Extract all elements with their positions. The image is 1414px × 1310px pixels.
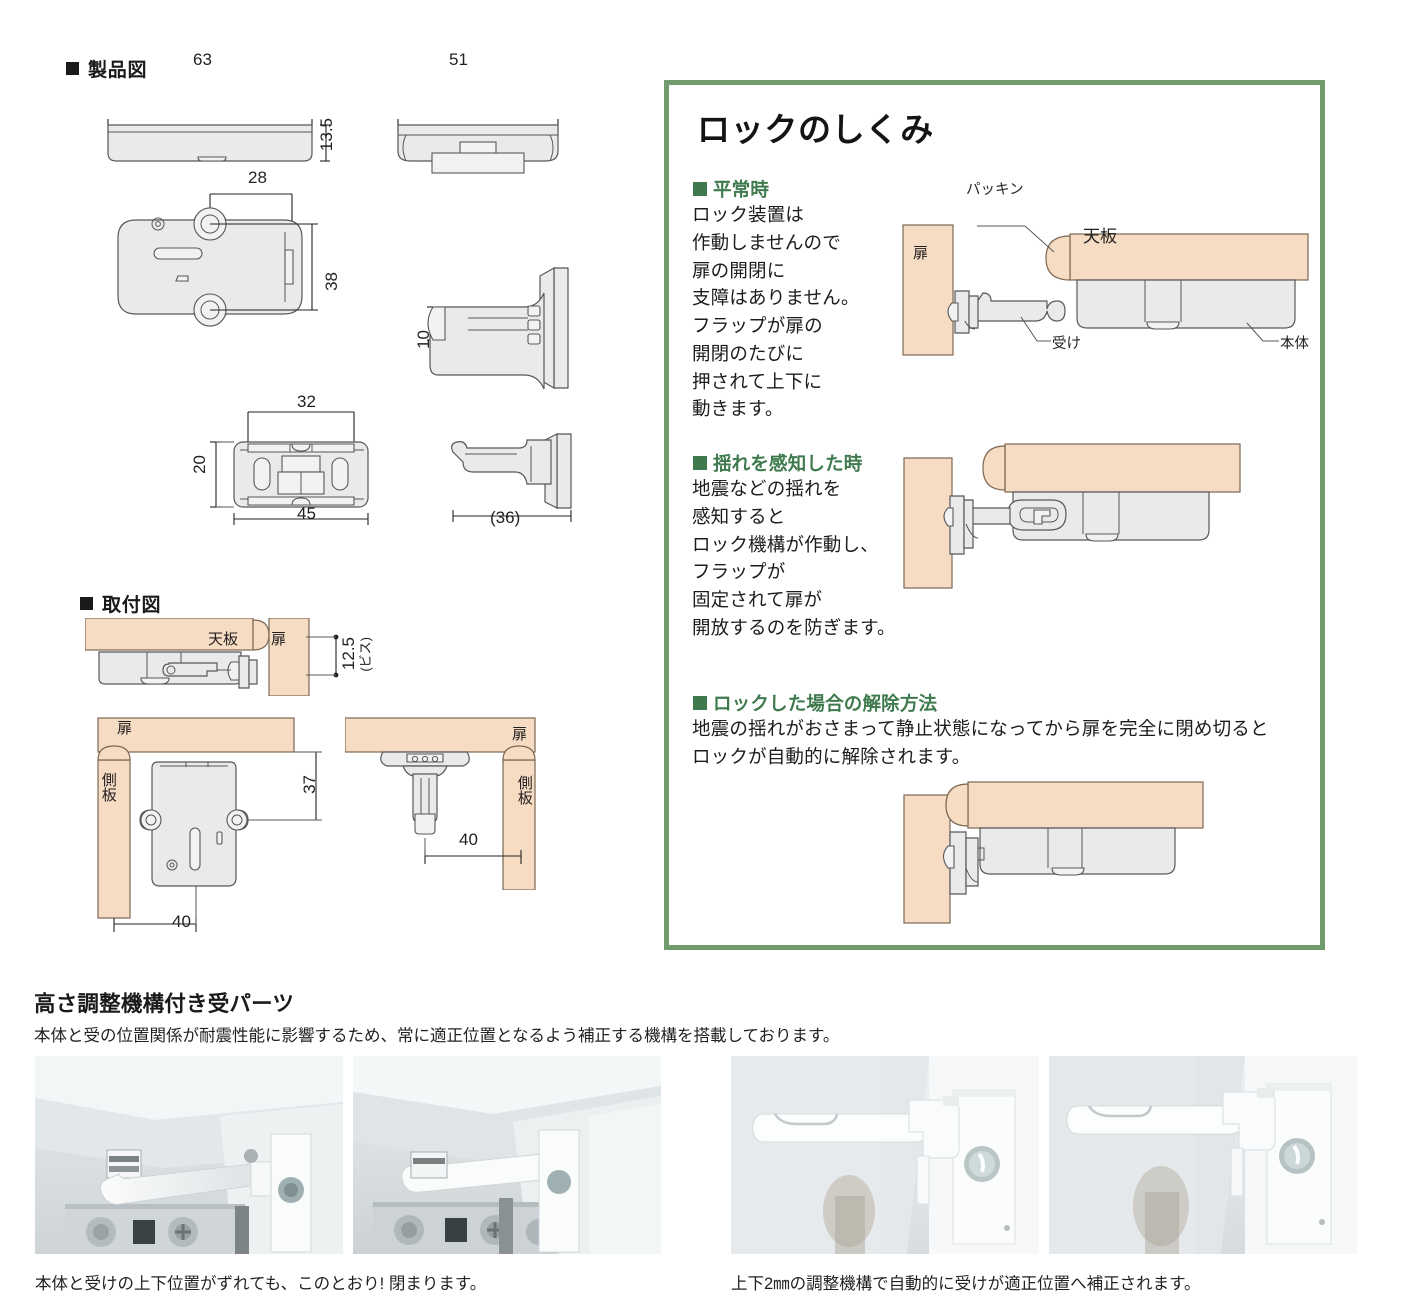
dim-width-51: 51 <box>449 50 468 69</box>
label-gasket: パッキン <box>966 182 1024 198</box>
mounting-screw-dim <box>306 625 350 689</box>
height-adjust-subtitle: 本体と受の位置関係が耐震性能に影響するため、常に適正位置となるよう補正する機構を… <box>34 1027 840 1045</box>
lock-section-3-heading: ロックした場合の解除方法 <box>693 690 937 716</box>
lock-section-2-heading: 揺れを感知した時 <box>693 450 862 476</box>
label-top-panel-diagram-1: 天板 <box>1083 227 1117 246</box>
lock-section-1-heading: 平常時 <box>693 176 769 202</box>
dim-height-13-5: 13.5 <box>317 118 336 152</box>
dim-depth-10: 10 <box>414 330 433 349</box>
square-bullet-icon <box>693 182 707 196</box>
dim-right-40: 40 <box>459 830 478 849</box>
dim-height-38: 38 <box>322 272 341 291</box>
dim-left-40: 40 <box>172 912 191 931</box>
label-door-2: 扉 <box>117 720 133 737</box>
label-top-panel-1: 天板 <box>208 631 239 648</box>
product-front-view <box>380 85 580 175</box>
label-body: 本体 <box>1280 336 1309 352</box>
square-bullet-icon <box>693 456 707 470</box>
receiver-profile-view <box>445 420 585 525</box>
product-side-view <box>100 85 330 175</box>
lock-panel-title: ロックのしくみ <box>697 111 934 148</box>
photo-caption-left: 本体と受けの上下位置がずれても、このとおり! 閉まります。 <box>35 1275 487 1293</box>
lock-section-3-body: 地震の揺れがおさまって静止状態になってから扉を完全に閉め切ると ロックが自動的に… <box>692 718 1269 767</box>
lock-diagram-normal <box>895 195 1315 370</box>
dim-span-28: 28 <box>248 168 267 187</box>
dim-height-20: 20 <box>190 455 209 474</box>
mounting-drawing-heading: 取付図 <box>80 590 161 617</box>
mounting-plan-left <box>90 710 340 940</box>
label-door-3: 扉 <box>512 726 528 743</box>
square-bullet-icon <box>80 597 93 610</box>
label-door-1: 扉 <box>271 631 287 648</box>
height-adjust-title: 高さ調整機構付き受パーツ <box>34 992 295 1016</box>
photo-receiver-adjust-2 <box>1049 1056 1357 1254</box>
lock-section-1-body: ロック装置は 作動しませんので 扉の開閉に 支障はありません。 フラップが扉の … <box>692 204 860 420</box>
photo-receiver-adjust-1 <box>731 1056 1039 1254</box>
photo-misaligned-latch <box>35 1056 343 1254</box>
mounting-top-section <box>85 618 325 696</box>
product-drawing-heading: 製品図 <box>66 55 147 82</box>
mounting-plan-right <box>345 710 565 890</box>
square-bullet-icon <box>66 62 79 75</box>
lock-section-2-body: 地震などの揺れを 感知すると ロック機構が作動し、 フラップが 固定されて扉が … <box>692 478 896 638</box>
dim-projection-36: (36) <box>490 508 521 527</box>
dim-from-top-37: 37 <box>300 775 319 794</box>
lock-diagram-shake <box>900 440 1320 610</box>
dim-screw-note: (ビス) <box>358 637 373 672</box>
dim-inner-32: 32 <box>297 392 316 411</box>
square-bullet-icon <box>693 696 707 710</box>
dim-width-45: 45 <box>297 504 316 523</box>
label-side-panel-1: 側板 <box>99 772 117 802</box>
label-side-panel-2: 側板 <box>515 775 533 805</box>
receiver-front-view <box>200 400 430 525</box>
lock-diagram-release <box>900 780 1320 940</box>
product-plate-view <box>100 180 350 345</box>
label-receiver: 受け <box>1052 336 1081 352</box>
dim-width-63: 63 <box>193 50 212 69</box>
receiver-side-view <box>408 262 578 412</box>
photo-latch-closed <box>353 1056 661 1254</box>
photo-caption-right: 上下2㎜の調整機構で自動的に受けが適正位置へ補正されます。 <box>731 1275 1201 1293</box>
label-door-diagram-1: 扉 <box>913 245 929 262</box>
